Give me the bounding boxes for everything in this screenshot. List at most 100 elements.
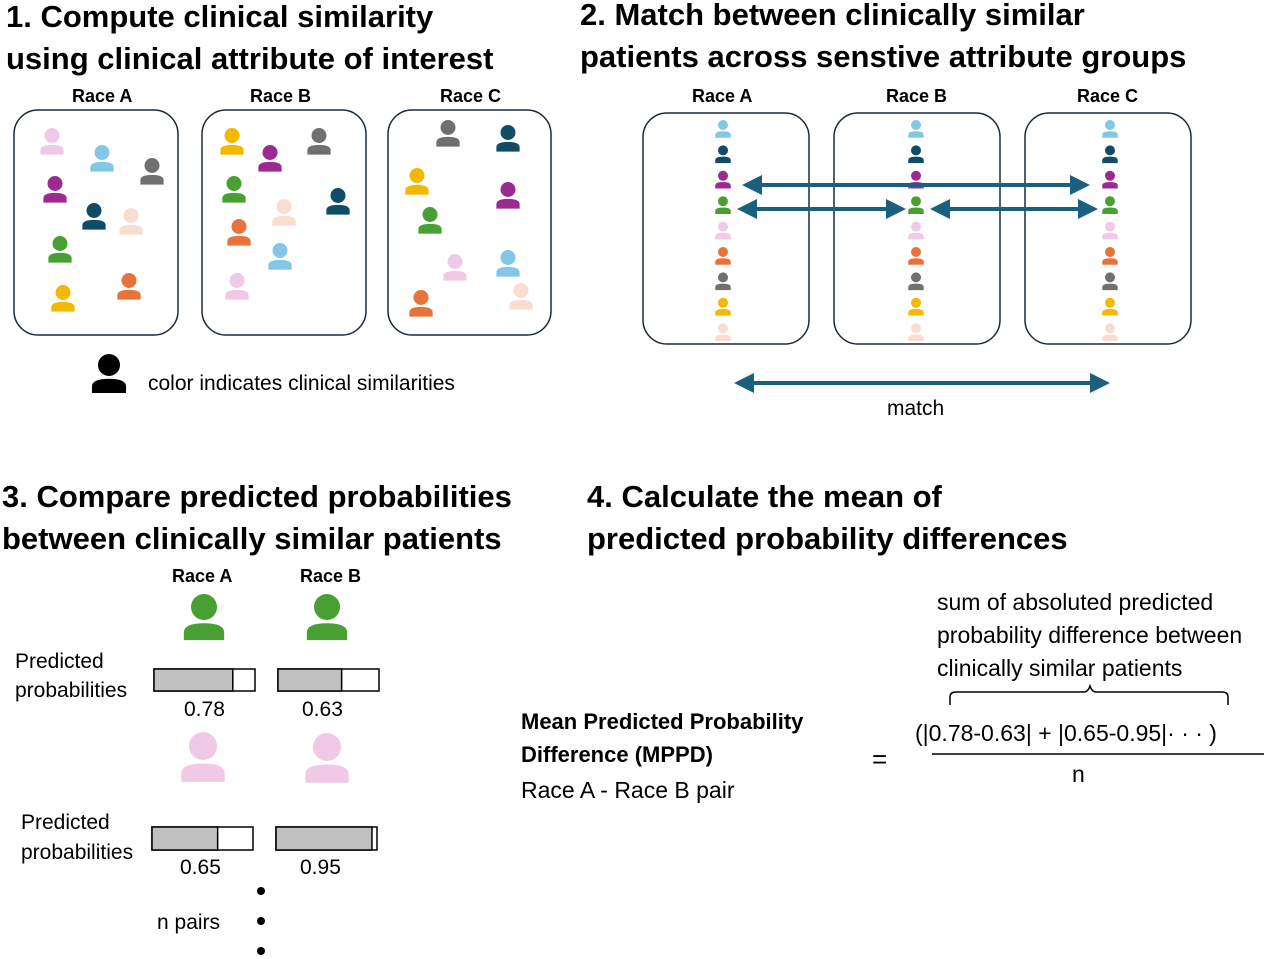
brace-text-line3: clinically similar patients [937, 655, 1183, 681]
person-icon [222, 176, 246, 203]
n-pairs-label: n pairs [157, 911, 221, 934]
person-icon [908, 120, 924, 138]
person-icon [908, 145, 924, 164]
person-icon [908, 247, 924, 265]
person-icon [908, 323, 924, 341]
person-icon [43, 176, 67, 203]
panel1-title-line2: using clinical attribute of interest [6, 41, 494, 76]
similarity-legend-text: color indicates clinical similarities [148, 372, 455, 395]
person-icon [307, 128, 331, 155]
panel4-title-line2: predicted probability differences [587, 521, 1068, 556]
sum-brace [949, 683, 1229, 705]
person-icon [715, 221, 731, 240]
person-icon [436, 120, 460, 147]
person-icon [443, 254, 467, 281]
panel3-title-line2: between clinically similar patients [2, 521, 502, 556]
panel3-title-line1: 3. Compare predicted probabilities [2, 479, 512, 514]
mppd-pair-label: Race A - Race B pair [521, 777, 735, 803]
person-icon [1102, 145, 1118, 164]
probability-bar-fill [153, 668, 234, 692]
person-icon [227, 219, 251, 246]
panel1-patient-icons [40, 120, 533, 317]
panel3-group-label-b: Race B [300, 566, 362, 586]
person-icon [715, 323, 731, 341]
panel2-box-race-b [833, 112, 1001, 345]
panel1-box-race-c [387, 109, 552, 336]
person-icon [40, 128, 64, 155]
person-icon [326, 188, 350, 215]
panel2-title-line2: patients across senstive attribute group… [580, 39, 1187, 74]
predicted-probabilities-label-2b: probabilities [21, 841, 134, 864]
person-icon [496, 125, 520, 152]
probability-bar-fill [275, 826, 373, 851]
person-icon [305, 733, 349, 783]
person-icon [91, 354, 127, 394]
panel1-box-race-b [201, 109, 367, 336]
person-icon [409, 290, 433, 317]
ellipsis-dot [257, 947, 265, 955]
equals-sign: = [872, 744, 888, 774]
person-icon [1102, 247, 1118, 265]
person-icon [272, 199, 296, 226]
predicted-probabilities-label-1a: Predicted [15, 650, 104, 673]
person-icon [908, 272, 924, 291]
probability-value-b-2: 0.95 [300, 856, 341, 879]
person-icon [908, 221, 924, 240]
formula-denominator: n [1072, 761, 1085, 787]
panel1-group-label-a: Race A [72, 86, 133, 106]
person-icon [225, 273, 249, 300]
person-icon [715, 272, 731, 291]
mppd-title-line2: Difference (MPPD) [521, 742, 713, 767]
person-icon [1102, 196, 1118, 214]
panel2-patient-columns [715, 120, 1118, 341]
person-icon [496, 182, 520, 209]
panel2-title-line1: 2. Match between clinically similar [580, 0, 1085, 32]
person-icon [181, 732, 225, 782]
person-icon [509, 283, 533, 310]
brace-text-line2: probability difference between [937, 622, 1243, 648]
person-icon [715, 170, 731, 189]
probability-value-a-1: 0.78 [184, 698, 225, 721]
person-icon [220, 128, 244, 155]
panel2-group-label-a: Race A [692, 86, 753, 106]
person-icon [715, 120, 731, 138]
formula-numerator: (|0.78-0.63| + |0.65-0.95|· · · ) [915, 720, 1217, 746]
panel2-group-label-b: Race B [886, 86, 948, 106]
probability-value-a-2: 0.65 [180, 856, 221, 879]
person-icon [405, 168, 429, 195]
panel1-group-label-c: Race C [440, 86, 502, 106]
person-icon [1102, 170, 1118, 189]
person-icon [258, 145, 282, 172]
person-icon [715, 247, 731, 265]
person-icon [117, 273, 141, 300]
person-icon [268, 243, 292, 270]
brace-text-line1: sum of absoluted predicted [937, 589, 1214, 615]
ellipsis-dot [257, 917, 265, 925]
person-icon [1102, 221, 1118, 240]
person-icon [496, 250, 520, 277]
match-label: match [887, 397, 945, 420]
panel1-group-label-b: Race B [250, 86, 312, 106]
ellipsis-dot [257, 887, 265, 895]
person-icon [82, 203, 106, 230]
panel1-title-line1: 1. Compute clinical similarity [6, 0, 434, 34]
person-icon [51, 285, 75, 312]
panel2-box-race-c [1024, 112, 1192, 345]
panel3-patient-icons [181, 594, 349, 783]
predicted-probabilities-label-1b: probabilities [15, 679, 128, 702]
panel3-probability-bars [151, 668, 380, 851]
mppd-title-line1: Mean Predicted Probability [521, 709, 804, 734]
panel1-box-race-a [13, 109, 179, 336]
probability-value-b-1: 0.63 [302, 698, 343, 721]
predicted-probabilities-label-2a: Predicted [21, 811, 110, 834]
person-icon [1102, 297, 1118, 316]
person-icon [140, 158, 164, 185]
person-icon [908, 196, 924, 214]
person-icon [908, 297, 924, 316]
panel4-title-line1: 4. Calculate the mean of [587, 479, 942, 514]
person-icon [715, 297, 731, 316]
probability-bar-fill [151, 826, 219, 851]
probability-bar-fill [277, 668, 343, 692]
person-icon [183, 594, 225, 641]
